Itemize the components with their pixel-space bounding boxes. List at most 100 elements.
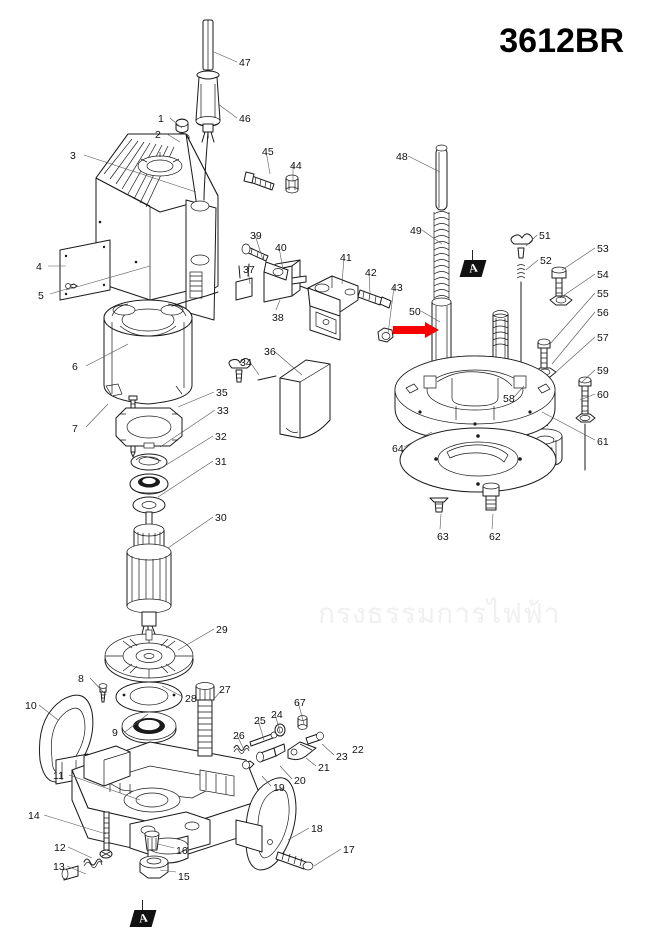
part-label-34: 34 [240,357,252,369]
part-20-bolt [256,743,286,763]
leader-line [169,117,183,129]
part-label-54: 54 [597,269,609,281]
part-17-handle-bolt [275,851,314,871]
part-label-15: 15 [178,871,190,883]
part-label-62: 62 [489,531,501,543]
part-label-57: 57 [597,332,609,344]
leader-line [261,775,272,787]
part-14-bolt [99,811,113,859]
leader-line [236,734,245,751]
leader-line [49,287,71,295]
part-label-44: 44 [290,160,302,172]
part-label-23: 23 [336,751,348,763]
part-label-53: 53 [597,243,609,255]
part-46-grip [195,70,221,143]
part-label-60: 60 [597,389,609,401]
part-label-56: 56 [597,307,609,319]
part-23-screw [305,731,324,745]
part-label-5: 5 [38,290,44,302]
leader-line [549,292,596,345]
part-47-rod [202,19,214,71]
leader-line [177,628,215,651]
leader-line [166,133,181,143]
part-63-flat-screw [429,497,449,513]
part-45-screw [243,171,275,191]
marker-stem [472,250,473,264]
leader-line [555,336,596,373]
part-19-washer [242,760,255,770]
page-title: 3612BR [499,22,624,60]
leader-line [525,234,538,247]
part-label-49: 49 [410,225,422,237]
part-label-67: 67 [294,697,306,709]
leader-line [67,846,93,859]
part-label-28: 28 [185,693,197,705]
part-51-wing-screw [510,233,533,259]
router-base-housing [394,355,556,441]
leader-line [157,843,175,849]
part-label-55: 55 [597,288,609,300]
marker-stem [142,900,143,914]
part-label-3: 3 [70,150,76,162]
part-28-shim [115,681,183,713]
arrow-head [425,322,439,338]
leader-line [387,286,395,335]
leader-line [89,677,107,696]
part-43-nut [377,327,394,343]
part-label-8: 8 [78,673,84,685]
leader-line [157,460,214,498]
part-label-13: 13 [53,861,65,873]
leader-line [305,757,317,767]
part-label-48: 48 [396,151,408,163]
leader-line [265,150,271,175]
leader-line [279,765,293,780]
leader-line [43,814,107,835]
part-37-brush [235,263,253,301]
leader-line [85,403,109,428]
part-55-bolt [537,338,551,371]
part-33-wave-washer [130,453,168,471]
leader-line [439,513,442,530]
part-5-screw [65,283,78,289]
part-49-spring [433,211,450,300]
part-31-washer [132,496,166,514]
part-label-27: 27 [219,684,231,696]
part-label-1: 1 [158,113,164,125]
leader-line [159,409,216,448]
leader-line [167,516,214,549]
part-59-long-bolt [578,376,592,417]
leader-line [159,869,177,873]
part-39-screw [241,243,269,262]
part-label-47: 47 [239,57,251,69]
part-15-collet-nut [139,855,169,879]
leader-line [561,247,596,271]
part-label-59: 59 [597,365,609,377]
part-18-right-handle [235,777,297,871]
part-9-ball-bearing [121,711,177,744]
leader-lines [38,51,596,875]
part-24-ring [274,723,286,737]
part-label-40: 40 [275,242,287,254]
part-label-31: 31 [215,456,227,468]
leader-line [68,774,141,801]
leader-line [254,234,264,261]
part-54-nut [549,295,573,306]
part-label-41: 41 [340,252,352,264]
leader-line [161,685,184,698]
leader-line [313,848,342,867]
leader-line [513,385,525,398]
part-label-42: 42 [365,267,377,279]
part-label-24: 24 [271,709,283,721]
part-29-fan [104,629,194,683]
leader-line [541,411,596,441]
part-48-depth-rod [435,144,448,211]
leader-line [257,719,265,741]
part-64-base-plate [399,427,557,493]
part-40-bracket [263,261,289,281]
leader-line [559,273,596,299]
leader-line [38,704,59,721]
leader-line [551,311,596,365]
part-8-screw [98,683,108,703]
part-27-hex-bolt [195,682,215,757]
leader-line [278,246,284,271]
